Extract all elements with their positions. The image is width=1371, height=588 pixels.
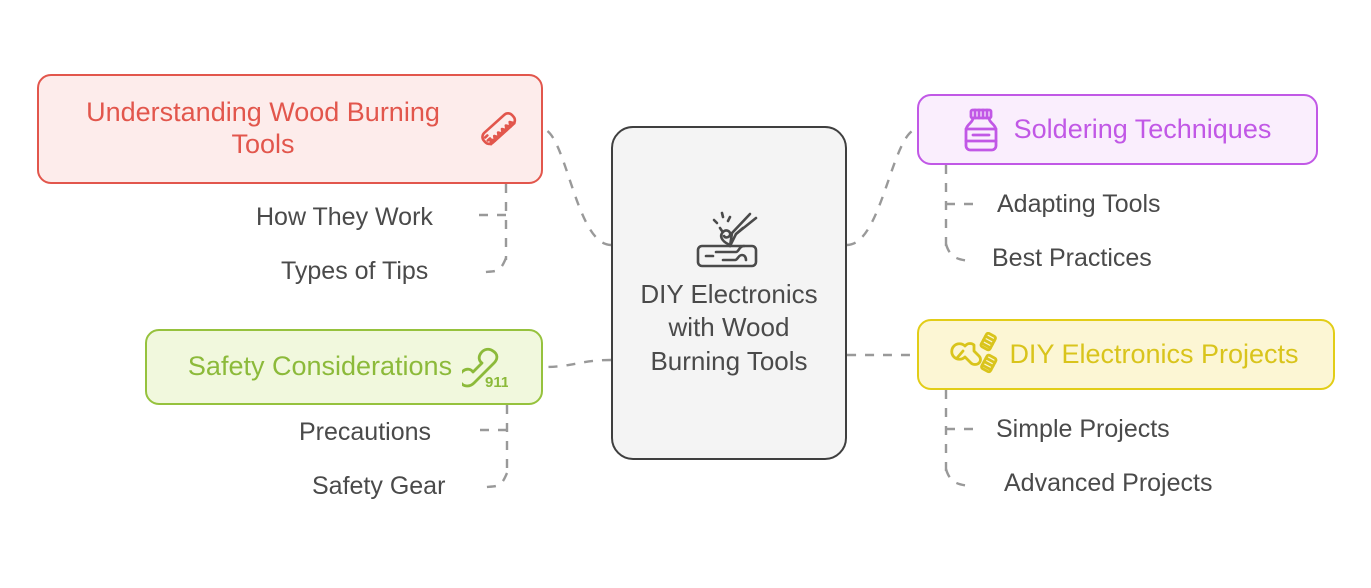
edge-center-to-soldering (846, 127, 918, 247)
hacksaw-icon (475, 105, 523, 153)
branch-node-safety[interactable]: Safety Considerations 911 (145, 329, 543, 405)
leaf-advanced-projects[interactable]: Advanced Projects (1004, 469, 1213, 497)
branch-node-understanding[interactable]: Understanding Wood Burning Tools (37, 74, 543, 184)
leaf-adapting-tools[interactable]: Adapting Tools (997, 190, 1161, 218)
emergency-phone-911-icon: 911 (462, 344, 508, 390)
edge-center-to-understanding (542, 127, 612, 247)
wood-burning-pen-icon (690, 208, 768, 270)
leaf-how-they-work[interactable]: How They Work (256, 203, 433, 231)
leaf-safety-gear[interactable]: Safety Gear (312, 472, 446, 500)
branch-label-understanding: Understanding Wood Burning Tools (86, 97, 440, 159)
leaf-types-of-tips[interactable]: Types of Tips (281, 257, 429, 285)
central-node-label: DIY Electronics with Wood Burning Tools (640, 279, 818, 376)
edge-safety-leaf-2 (485, 472, 509, 489)
flux-jar-icon (960, 107, 1002, 153)
leaf-precautions[interactable]: Precautions (299, 418, 432, 446)
branch-label-projects: DIY Electronics Projects (1009, 338, 1299, 369)
branch-node-soldering[interactable]: Soldering Techniques (917, 94, 1318, 165)
edge-center-to-safety (542, 358, 612, 369)
leaf-simple-projects[interactable]: Simple Projects (996, 415, 1170, 443)
edge-understanding-leaf-2 (484, 257, 508, 274)
central-node[interactable]: DIY Electronics with Wood Burning Tools (611, 126, 847, 460)
branch-node-projects[interactable]: DIY Electronics Projects (917, 319, 1335, 390)
branch-label-soldering: Soldering Techniques (1013, 113, 1272, 144)
wrench-and-screws-icon (949, 331, 999, 378)
leaf-best-practices[interactable]: Best Practices (992, 244, 1152, 272)
edge-soldering-leaf-2 (944, 243, 973, 263)
badge-911-text: 911 (485, 374, 508, 390)
edge-projects-leaf-2 (944, 468, 973, 488)
branch-label-safety: Safety Considerations (187, 351, 453, 382)
